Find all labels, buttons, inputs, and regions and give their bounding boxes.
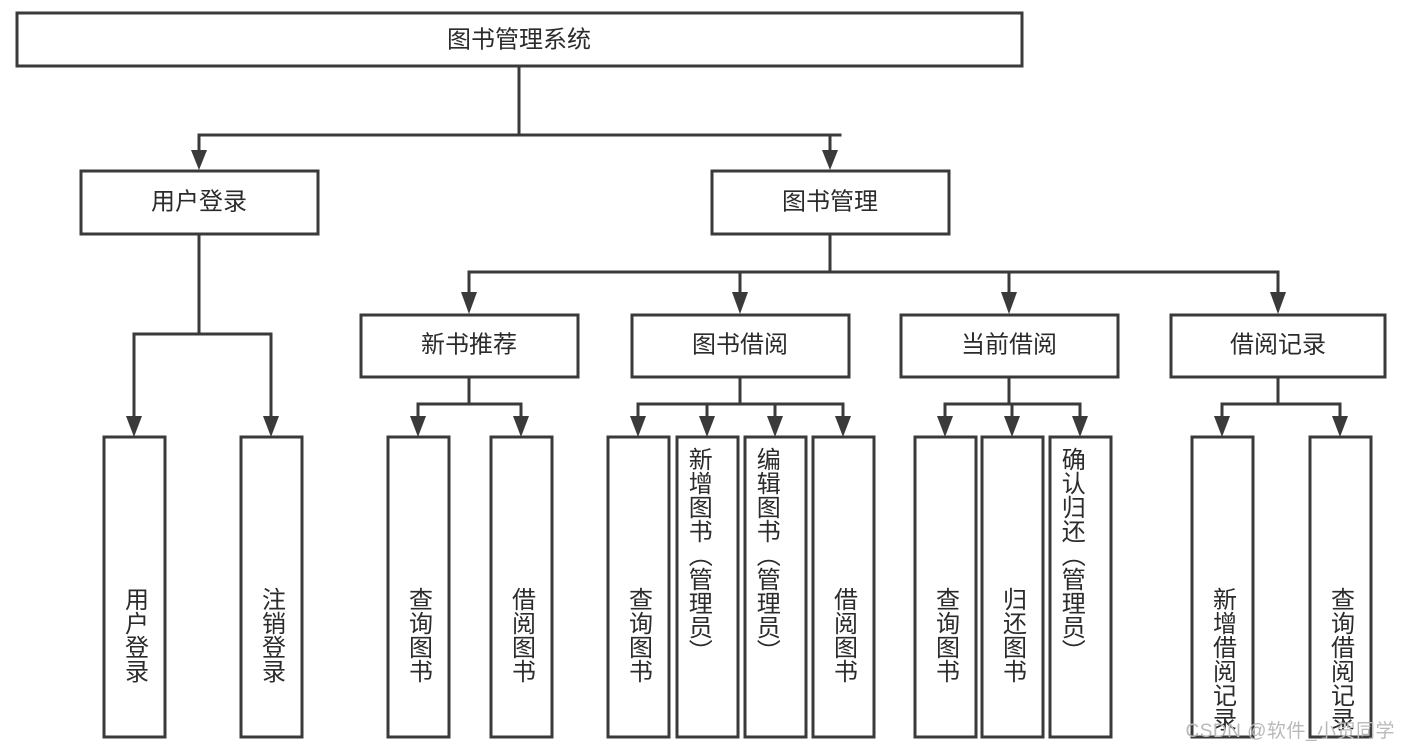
node-root-label: 图书管理系统 xyxy=(447,26,591,53)
node-book-borrow[interactable]: 图书借阅 xyxy=(630,313,851,379)
node-current-borrow-box[interactable] xyxy=(899,313,1120,379)
arrowhead-leaf-query-book-3 xyxy=(937,416,953,437)
node-leaf-query-record-label: 查询借阅记录 xyxy=(1327,587,1355,731)
node-current-borrow-label: 当前借阅 xyxy=(961,331,1057,358)
node-leaf-query-book-2-box[interactable] xyxy=(606,435,671,739)
arrowhead-leaf-add-record xyxy=(1214,416,1230,437)
node-leaf-query-book-3-label: 查询图书 xyxy=(932,587,960,683)
node-leaf-return-book-box[interactable] xyxy=(980,435,1045,739)
node-leaf-add-book[interactable]: 新增图书（管理员） xyxy=(675,435,740,739)
arrowhead-book-manage xyxy=(822,150,838,170)
node-leaf-confirm-return-box[interactable] xyxy=(1048,435,1113,739)
node-leaf-add-book-label: 新增图书（管理员） xyxy=(684,447,712,663)
arrowhead-leaf-query-book-1 xyxy=(410,416,426,437)
node-leaf-user-login[interactable]: 用户登录 xyxy=(102,435,167,739)
node-book-borrow-label: 图书借阅 xyxy=(692,331,788,358)
node-leaf-query-book-2[interactable]: 查询图书 xyxy=(606,435,671,739)
node-leaf-borrow-book-1-label: 借阅图书 xyxy=(508,587,536,683)
node-leaf-user-login-box[interactable] xyxy=(102,435,167,739)
node-leaf-borrow-book-2-box[interactable] xyxy=(811,435,876,739)
node-leaf-add-record-box[interactable] xyxy=(1190,435,1255,739)
node-leaf-query-book-2-label: 查询图书 xyxy=(625,587,653,683)
node-leaf-query-book-3[interactable]: 查询图书 xyxy=(913,435,978,739)
node-user-login[interactable]: 用户登录 xyxy=(79,169,320,236)
arrowhead-leaf-logout xyxy=(263,416,279,437)
arrowhead-leaf-confirm-return xyxy=(1072,416,1088,437)
node-leaf-query-record[interactable]: 查询借阅记录 xyxy=(1308,435,1373,739)
arrowhead-new-book-rec xyxy=(461,292,477,314)
node-book-borrow-box[interactable] xyxy=(630,313,851,379)
arrowhead-leaf-return-book xyxy=(1004,416,1020,437)
node-borrow-record[interactable]: 借阅记录 xyxy=(1169,313,1387,379)
arrowhead-leaf-query-record xyxy=(1332,416,1348,437)
node-leaf-logout-box[interactable] xyxy=(239,435,304,739)
node-book-manage-label: 图书管理 xyxy=(782,188,878,215)
node-leaf-confirm-return-label: 确认归还（管理员） xyxy=(1057,447,1085,663)
node-leaf-borrow-book-1-box[interactable] xyxy=(489,435,554,739)
node-leaf-return-book[interactable]: 归还图书 xyxy=(980,435,1045,739)
node-leaf-logout-label: 注销登录 xyxy=(258,587,286,683)
node-leaf-confirm-return[interactable]: 确认归还（管理员） xyxy=(1048,435,1113,739)
node-leaf-edit-book-label: 编辑图书（管理员） xyxy=(752,447,780,663)
node-root[interactable]: 图书管理系统 xyxy=(15,11,1024,68)
node-new-book-rec[interactable]: 新书推荐 xyxy=(359,313,580,379)
csdn-watermark: CSDN @软件_小贺同学 xyxy=(1185,721,1395,742)
arrowhead-user-login xyxy=(191,150,207,170)
node-borrow-record-box[interactable] xyxy=(1169,313,1387,379)
node-leaf-query-record-box[interactable] xyxy=(1308,435,1373,739)
node-borrow-record-label: 借阅记录 xyxy=(1230,331,1326,358)
node-leaf-borrow-book-1[interactable]: 借阅图书 xyxy=(489,435,554,739)
arrowhead-current-borrow xyxy=(1001,292,1017,314)
node-new-book-rec-label: 新书推荐 xyxy=(421,331,517,358)
node-root-box[interactable] xyxy=(15,11,1024,68)
arrowhead-leaf-borrow-book-2 xyxy=(835,416,851,437)
node-user-login-label: 用户登录 xyxy=(151,188,247,215)
node-leaf-edit-book[interactable]: 编辑图书（管理员） xyxy=(743,435,808,739)
node-leaf-query-book-1-box[interactable] xyxy=(386,435,451,739)
node-leaf-add-book-box[interactable] xyxy=(675,435,740,739)
arrowhead-book-borrow xyxy=(732,292,748,314)
node-current-borrow[interactable]: 当前借阅 xyxy=(899,313,1120,379)
node-leaf-borrow-book-2[interactable]: 借阅图书 xyxy=(811,435,876,739)
node-leaf-add-record-label: 新增借阅记录 xyxy=(1209,587,1237,731)
node-new-book-rec-box[interactable] xyxy=(359,313,580,379)
node-leaf-query-book-1-label: 查询图书 xyxy=(405,587,433,683)
node-book-manage-box[interactable] xyxy=(710,169,951,236)
arrowhead-borrow-record xyxy=(1270,292,1286,314)
arrowhead-leaf-add-book xyxy=(699,416,715,437)
node-user-login-box[interactable] xyxy=(79,169,320,236)
node-leaf-query-book-3-box[interactable] xyxy=(913,435,978,739)
node-leaf-add-record[interactable]: 新增借阅记录 xyxy=(1190,435,1255,739)
node-leaf-query-book-1[interactable]: 查询图书 xyxy=(386,435,451,739)
arrowhead-leaf-user-login xyxy=(126,416,142,437)
node-leaf-borrow-book-2-label: 借阅图书 xyxy=(830,587,858,683)
node-leaf-return-book-label: 归还图书 xyxy=(999,587,1027,683)
arrowhead-leaf-query-book-2 xyxy=(630,416,646,437)
arrowhead-leaf-borrow-book-1 xyxy=(513,416,529,437)
node-leaf-logout[interactable]: 注销登录 xyxy=(239,435,304,739)
node-leaf-user-login-label: 用户登录 xyxy=(121,587,149,683)
arrowhead-leaf-edit-book xyxy=(767,416,783,437)
connector-layer xyxy=(126,64,1348,437)
node-leaf-edit-book-box[interactable] xyxy=(743,435,808,739)
node-book-manage[interactable]: 图书管理 xyxy=(710,169,951,236)
